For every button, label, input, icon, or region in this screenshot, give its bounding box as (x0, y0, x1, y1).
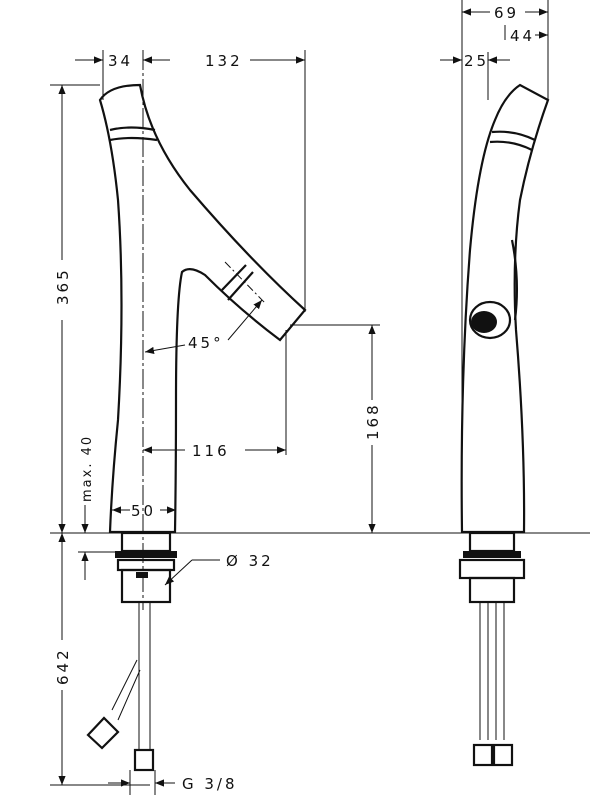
dim-g-3-8: G 3/8 (182, 775, 238, 793)
side-view (458, 83, 550, 767)
hose-nut-angled (86, 716, 120, 750)
dim-50: 50 (131, 502, 156, 520)
side-washer (463, 551, 521, 558)
dim-25: 25 (464, 52, 489, 70)
side-nut-2 (492, 743, 514, 767)
faucet-body-front (98, 83, 307, 534)
side-shank (468, 531, 516, 553)
hoses (111, 602, 151, 750)
dim-45deg: 45° (188, 334, 224, 352)
handle-side (468, 300, 512, 340)
dim-365: 365 (54, 267, 72, 305)
body-ring-2 (109, 136, 158, 142)
dim-132: 132 (205, 52, 243, 70)
dim-max-40: max. 40 (80, 435, 95, 502)
side-nut-1 (472, 743, 494, 767)
dim-168: 168 (364, 402, 382, 440)
side-thread (468, 576, 516, 604)
dim-116: 116 (192, 442, 230, 460)
thread-section (120, 568, 172, 604)
lever-side (510, 239, 518, 321)
hose-nut (133, 748, 155, 772)
side-hoses (479, 602, 505, 740)
aerator (471, 311, 497, 333)
side-ring (489, 130, 536, 151)
front-view (86, 50, 307, 772)
dim-34: 34 (108, 52, 133, 70)
clip (136, 572, 148, 578)
dim-642: 642 (54, 647, 72, 685)
faucet-body-side (460, 83, 550, 534)
spout-axis (224, 261, 266, 304)
body-ring (109, 126, 156, 132)
dimension-lines (50, 0, 590, 795)
mount-shank (120, 531, 172, 553)
handle-ring (221, 264, 254, 301)
dim-69: 69 (494, 4, 519, 22)
mount-nut (116, 558, 176, 572)
side-nut (458, 558, 526, 580)
dim-44: 44 (510, 27, 535, 45)
mount-washer (115, 551, 177, 558)
dim-diameter-32: Ø 32 (226, 552, 274, 570)
